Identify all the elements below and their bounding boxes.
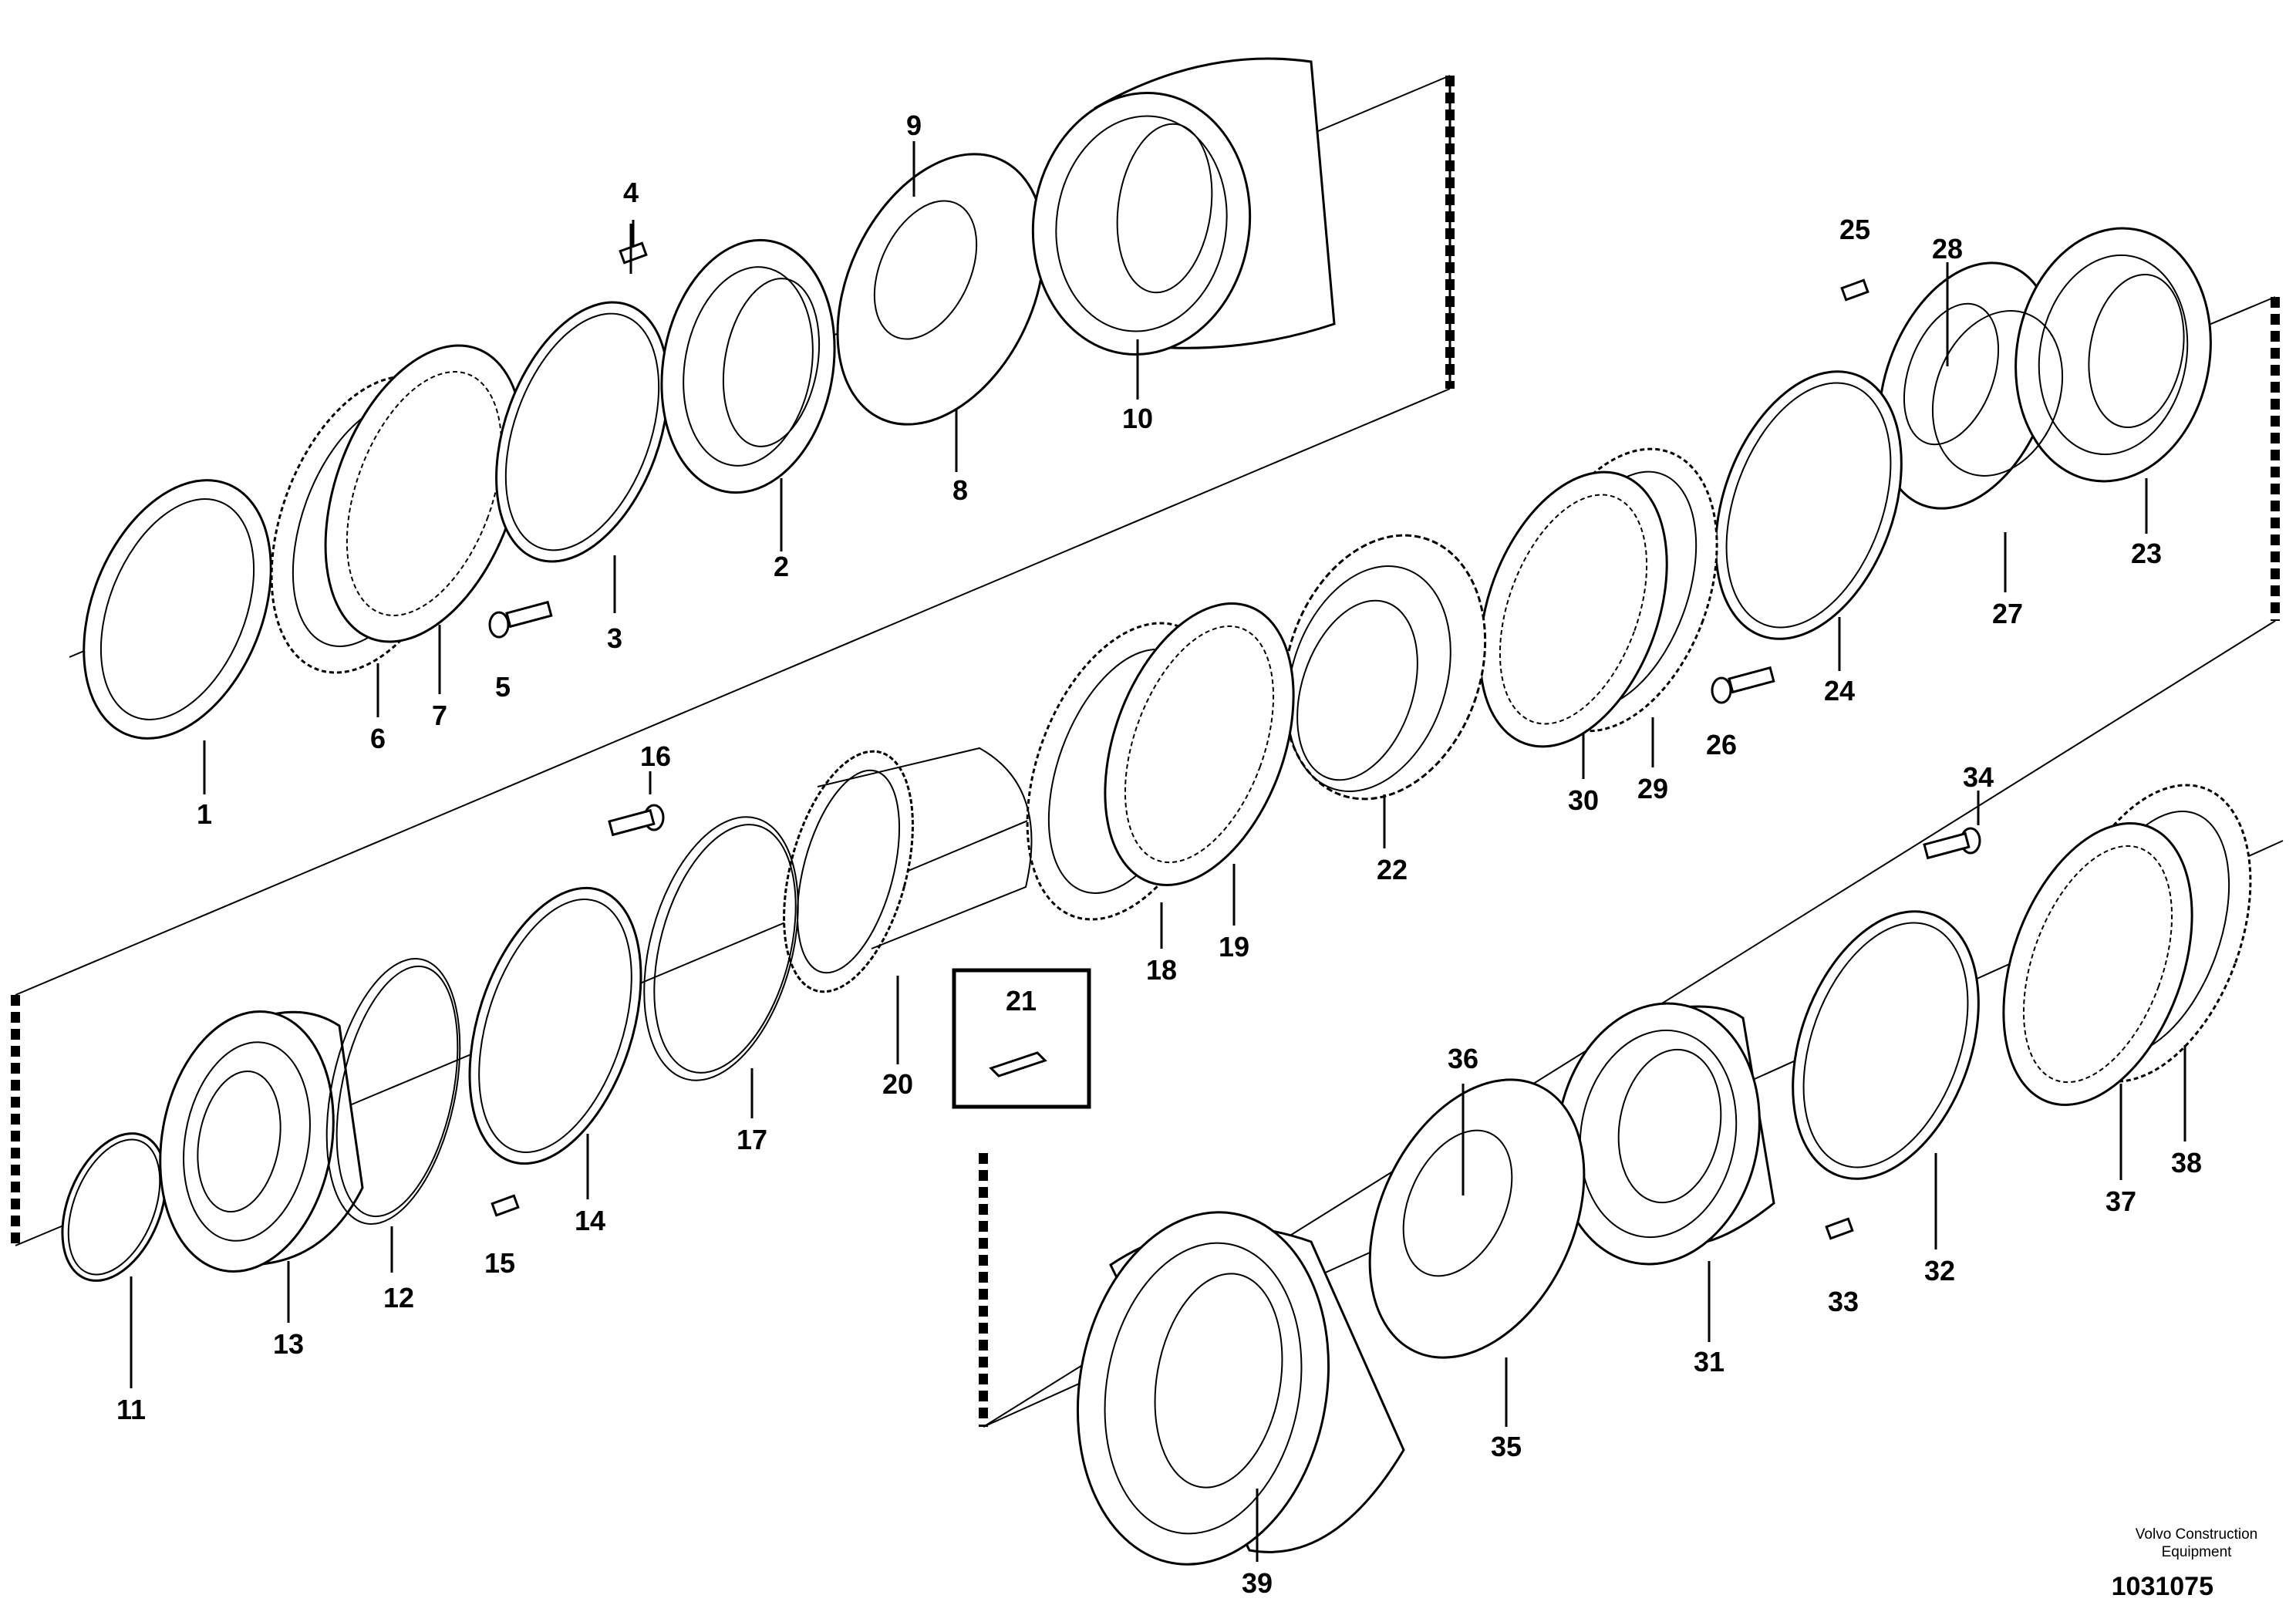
label-33: 33	[1828, 1286, 1859, 1317]
label-11: 11	[116, 1394, 146, 1425]
label-1: 1	[197, 798, 212, 830]
part-35-seal-ring	[1368, 1078, 1586, 1359]
label-18: 18	[1146, 954, 1177, 986]
label-9: 9	[906, 110, 922, 141]
part-23-piston	[2014, 227, 2212, 483]
label-7: 7	[432, 700, 447, 731]
part-31-piston	[1556, 1002, 1775, 1266]
label-19: 19	[1219, 931, 1249, 963]
footer: Volvo Construction Equipment 1031075	[2112, 1526, 2258, 1601]
part-5-pin	[488, 600, 553, 639]
part-3-retainer-ring	[495, 301, 669, 563]
part-32-retainer-ring	[1792, 910, 1980, 1180]
part-26-pin	[1711, 666, 1775, 704]
label-35: 35	[1491, 1431, 1522, 1462]
part-33-spring	[1825, 1217, 1854, 1240]
label-12: 12	[383, 1282, 414, 1313]
part-15-spring	[491, 1194, 520, 1217]
part-10-drum	[1031, 57, 1336, 356]
part-39-clutch-housing	[1076, 1211, 1405, 1566]
part-11-o-ring	[61, 1132, 167, 1282]
part-12-seal-ring	[325, 958, 461, 1225]
label-38: 38	[2171, 1147, 2202, 1179]
part-30-steel-disc	[1478, 470, 1668, 748]
label-10: 10	[1122, 403, 1153, 434]
part-16-pin	[608, 804, 665, 837]
part-20-splined-sleeve	[783, 747, 1033, 993]
part-25-spring	[1840, 278, 1870, 302]
label-16: 16	[640, 740, 671, 772]
label-14: 14	[575, 1205, 605, 1236]
part-8-seal-ring	[836, 153, 1046, 426]
label-17: 17	[737, 1124, 767, 1155]
label-6: 6	[370, 723, 386, 754]
part-34-pin	[1923, 827, 1981, 860]
part-37-steel-disc	[2002, 822, 2193, 1106]
label-30: 30	[1568, 784, 1599, 816]
label-36: 36	[1448, 1043, 1478, 1074]
label-8: 8	[952, 474, 968, 506]
label-39: 39	[1242, 1567, 1273, 1599]
part-24-retainer-ring	[1714, 370, 1903, 640]
part-21-key-box	[952, 968, 1091, 1109]
label-3: 3	[607, 622, 622, 654]
part-19-steel-disc	[1104, 602, 1295, 886]
label-27: 27	[1992, 598, 2023, 629]
label-2: 2	[774, 551, 789, 582]
label-5: 5	[495, 671, 511, 703]
label-25: 25	[1839, 214, 1870, 245]
label-22: 22	[1377, 854, 1408, 885]
part-2-piston	[660, 238, 836, 494]
part-17-snap-ring	[643, 816, 799, 1081]
label-21: 21	[1006, 985, 1037, 1017]
part-1-shim-ring	[83, 479, 272, 740]
part-7-steel-disc	[324, 344, 524, 643]
label-32: 32	[1924, 1255, 1955, 1286]
label-24: 24	[1824, 675, 1855, 706]
label-34: 34	[1963, 761, 1994, 793]
brand-line-2: Equipment	[2162, 1544, 2233, 1560]
brand-line-1: Volvo Construction	[2136, 1526, 2257, 1543]
label-4: 4	[623, 177, 639, 208]
part-13-piston	[159, 1010, 364, 1273]
doc-number: 1031075	[2112, 1572, 2213, 1601]
part-27-ring	[1931, 310, 2064, 477]
label-20: 20	[882, 1068, 913, 1100]
part-14-retainer-ring	[468, 886, 642, 1165]
part-labels: 1 2 3 4 5 6 7 8 9 10 11 12 13 14 15 16 1…	[116, 110, 2202, 1599]
part-22-gear-hub	[1282, 534, 1487, 801]
label-26: 26	[1706, 729, 1737, 760]
part-4-spring	[619, 220, 648, 265]
label-13: 13	[273, 1328, 304, 1360]
label-28: 28	[1932, 233, 1963, 265]
label-29: 29	[1637, 773, 1668, 804]
label-23: 23	[2131, 538, 2162, 569]
label-31: 31	[1694, 1346, 1725, 1378]
leader-lines	[130, 141, 2186, 1562]
label-37: 37	[2106, 1185, 2136, 1217]
label-15: 15	[484, 1247, 515, 1279]
